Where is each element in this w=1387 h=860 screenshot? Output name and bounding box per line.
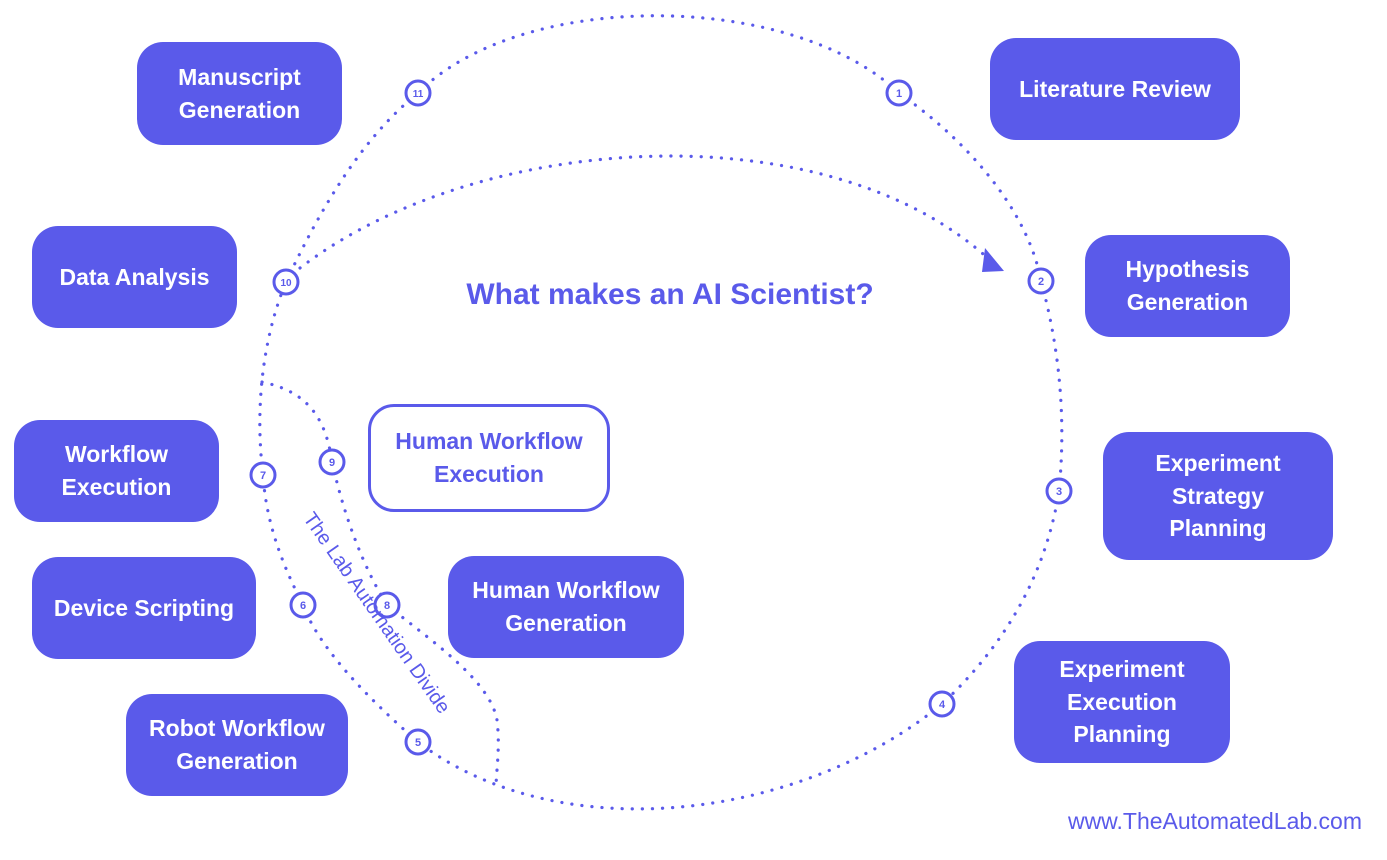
step-badge-number: 10 — [280, 278, 292, 289]
node-human-workflow-execution: Human Workflow Execution — [368, 404, 610, 512]
connector-10-to-11 — [284, 91, 420, 284]
node-data-analysis: Data Analysis — [32, 226, 237, 328]
human-branch-8-down — [385, 603, 500, 787]
step-badge-circle — [1027, 267, 1055, 295]
step-badge-number: 3 — [1056, 486, 1062, 498]
connector-5-to-6 — [301, 603, 420, 744]
node-literature-review: Literature Review — [990, 38, 1240, 140]
step-badge-number: 9 — [329, 457, 335, 469]
node-device-scripting: Device Scripting — [32, 557, 256, 659]
step-badge-number: 7 — [260, 470, 266, 482]
step-badge-circle — [404, 728, 432, 756]
step-badge-number: 4 — [939, 699, 946, 711]
step-badge-number: 2 — [1038, 276, 1044, 288]
arrowhead-icon — [982, 248, 1004, 272]
node-manuscript-generation: Manuscript Generation — [137, 42, 342, 145]
step-badge-number: 1 — [896, 88, 902, 100]
step-badge-circle — [928, 690, 956, 718]
step-badge-7: 7 — [249, 461, 277, 489]
step-badge-circle — [249, 461, 277, 489]
diagram-title: What makes an AI Scientist? — [466, 278, 874, 311]
node-human-workflow-generation: Human Workflow Generation — [448, 556, 684, 658]
step-badge-number: 8 — [384, 600, 390, 612]
connector-4-to-5 — [416, 702, 944, 811]
connector-7-to-10 — [258, 280, 288, 477]
feedback-arc — [298, 154, 994, 270]
step-badge-3: 3 — [1045, 477, 1073, 505]
step-badge-number: 11 — [413, 89, 424, 100]
step-badge-8: 8 — [373, 591, 401, 619]
step-badge-number: 5 — [415, 737, 421, 749]
node-experiment-execution-planning: Experiment Execution Planning — [1014, 641, 1230, 763]
step-badge-9: 9 — [318, 448, 346, 476]
step-badge-circle — [885, 79, 913, 107]
step-badge-5: 5 — [404, 728, 432, 756]
node-robot-workflow-generation: Robot Workflow Generation — [126, 694, 348, 796]
step-badge-circle — [272, 268, 300, 296]
step-badge-circle — [289, 591, 317, 619]
step-badge-circle — [373, 591, 401, 619]
step-badge-circle — [1045, 477, 1073, 505]
human-branch-top — [260, 380, 334, 464]
connector-2-to-3 — [1039, 279, 1064, 493]
step-badge-number: 6 — [300, 600, 306, 612]
dotted-connectors — [258, 14, 1064, 811]
human-branch-9-to-8 — [330, 460, 389, 607]
step-badge-2: 2 — [1027, 267, 1055, 295]
step-badge-circle — [404, 79, 432, 107]
connector-6-to-7 — [261, 473, 305, 607]
node-hypothesis-generation: Hypothesis Generation — [1085, 235, 1290, 337]
step-badge-1: 1 — [885, 79, 913, 107]
step-badge-11: 11 — [404, 79, 432, 107]
node-workflow-execution: Workflow Execution — [14, 420, 219, 522]
node-experiment-strategy-planning: Experiment Strategy Planning — [1103, 432, 1333, 560]
website-url: www.TheAutomatedLab.com — [1067, 808, 1362, 834]
connector-11-to-1 — [416, 14, 901, 95]
step-badge-6: 6 — [289, 591, 317, 619]
step-badge-circle — [318, 448, 346, 476]
step-badges: 1 2 3 4 5 6 7 8 9 10 11 — [249, 79, 1073, 756]
step-badge-4: 4 — [928, 690, 956, 718]
step-badge-10: 10 — [272, 268, 300, 296]
